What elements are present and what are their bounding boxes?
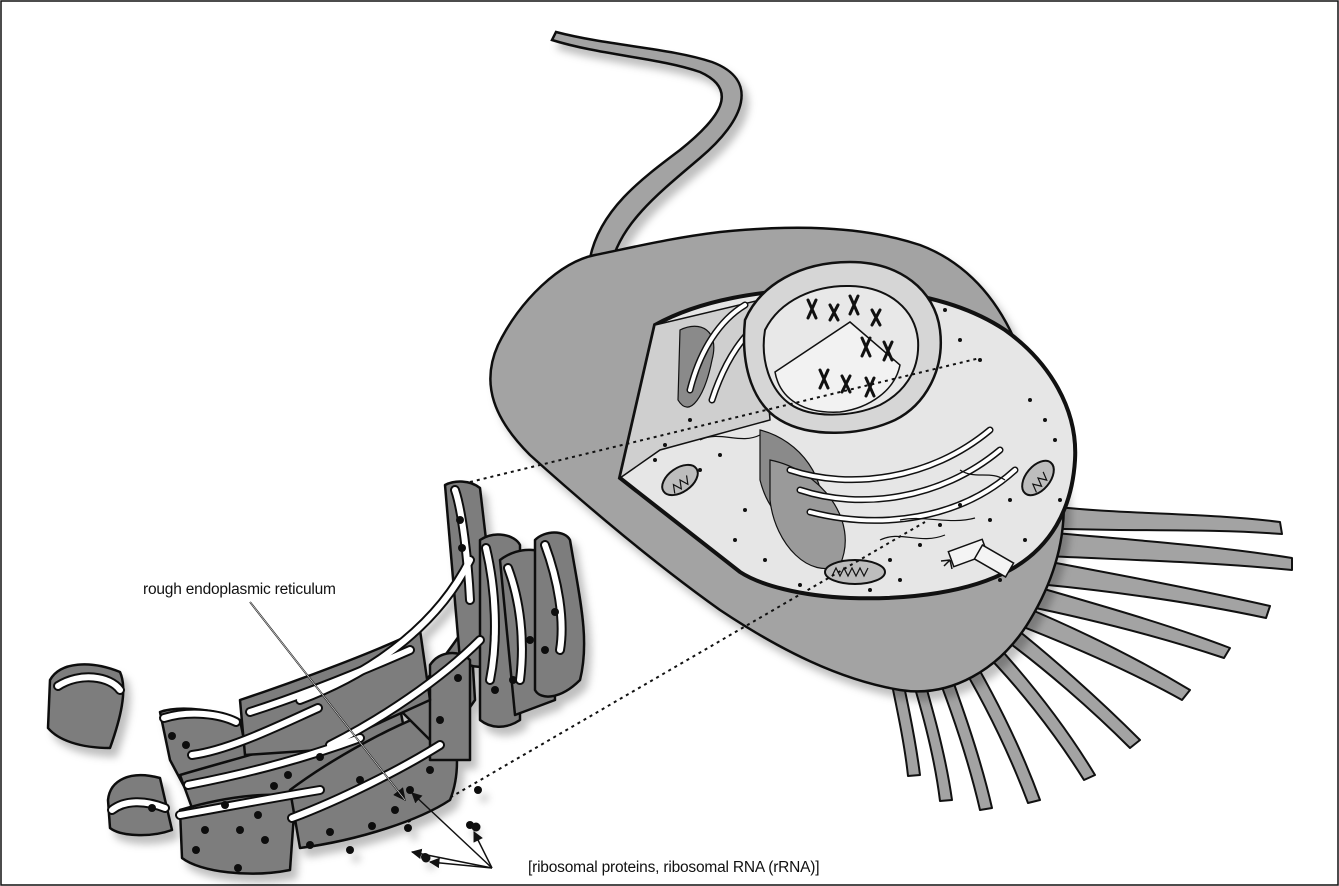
cell xyxy=(490,32,1292,810)
rough-er-enlarged xyxy=(48,482,584,874)
label-ribosomes: [ribosomal proteins, ribosomal RNA (rRNA… xyxy=(528,859,819,876)
label-rough-er: rough endoplasmic reticulum xyxy=(143,581,336,598)
nucleus xyxy=(744,262,941,433)
flagellum xyxy=(552,32,742,262)
